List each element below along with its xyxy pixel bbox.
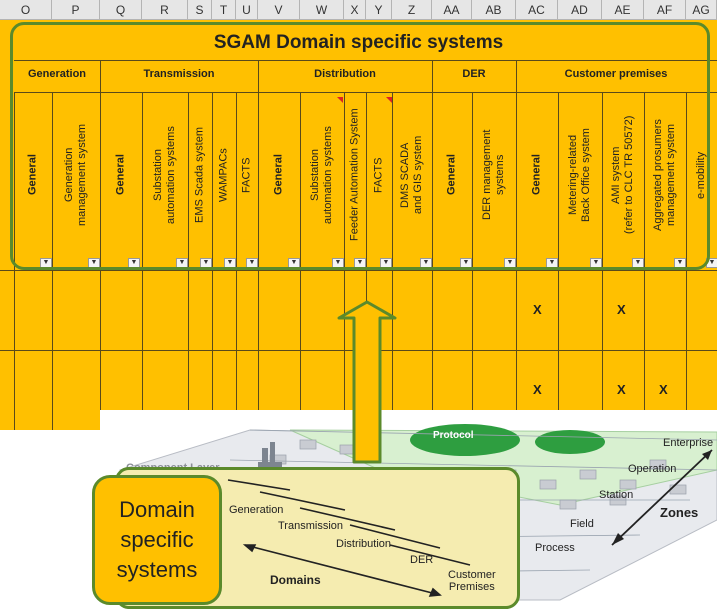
sheet-title: SGAM Domain specific systems <box>213 32 504 53</box>
grid-vline <box>644 92 645 430</box>
mark-row1-ami: X <box>617 302 626 317</box>
group-der: DER <box>462 68 486 80</box>
zone-field-label: Field <box>570 518 594 530</box>
column-header[interactable]: AF <box>644 0 686 20</box>
grid-vline <box>366 92 367 430</box>
protocol-label: Protocol <box>433 430 474 441</box>
group-generation: Generation <box>27 68 87 80</box>
grid-vline <box>52 92 53 430</box>
zone-process-label: Process <box>535 542 575 554</box>
zone-enterprise-label: Enterprise <box>663 437 714 449</box>
grid-vline <box>142 92 143 430</box>
grid-hline <box>14 60 717 61</box>
column-header[interactable]: T <box>212 0 236 20</box>
column-header[interactable]: S <box>188 0 212 20</box>
grid-vline <box>188 92 189 430</box>
up-arrow <box>337 300 397 464</box>
zone-station-label: Station <box>599 489 634 501</box>
grid-vline <box>472 92 473 430</box>
grid-vline <box>258 60 259 430</box>
grid-hline <box>14 92 717 93</box>
column-header[interactable]: AA <box>432 0 472 20</box>
column-header[interactable]: W <box>300 0 344 20</box>
comment-marker <box>337 97 343 103</box>
protocol-ellipse <box>410 424 520 456</box>
column-header[interactable]: O <box>0 0 52 20</box>
column-header[interactable]: AB <box>472 0 516 20</box>
column-header[interactable]: AC <box>516 0 558 20</box>
column-header[interactable]: AD <box>558 0 602 20</box>
zones-label: Zones <box>660 505 699 520</box>
grid-vline <box>100 60 101 430</box>
grid-vline <box>602 92 603 430</box>
column-header[interactable]: V <box>258 0 300 20</box>
grid-vline <box>212 92 213 430</box>
grid-vline <box>686 92 687 430</box>
column-header[interactable]: X <box>344 0 366 20</box>
comment-marker <box>386 97 392 103</box>
grid-vline <box>344 92 345 430</box>
column-header[interactable]: R <box>142 0 188 20</box>
grid-vline <box>300 92 301 430</box>
group-distribution: Distribution <box>314 68 376 80</box>
column-header[interactable]: P <box>52 0 100 20</box>
grid-vline <box>558 92 559 430</box>
grid-vline <box>236 92 237 430</box>
column-header[interactable]: Z <box>392 0 432 20</box>
column-header[interactable]: Y <box>366 0 392 20</box>
domain-specific-systems-callout: Domain specific systems <box>92 475 222 605</box>
domain-customer-premises-label: Customer Premises <box>448 569 496 593</box>
grid-vline <box>432 60 433 430</box>
highlight-frame <box>10 22 710 270</box>
column-header[interactable]: Q <box>100 0 142 20</box>
column-header[interactable]: AG <box>686 0 717 20</box>
mark-row1-general: X <box>533 302 542 317</box>
grid-hline <box>0 270 717 271</box>
mark-row2-general: X <box>533 382 542 397</box>
domain-distribution-label: Distribution <box>336 538 392 550</box>
zone-operation-label: Operation <box>628 463 677 475</box>
column-header[interactable]: U <box>236 0 258 20</box>
mark-row2-aggregated: X <box>659 382 668 397</box>
domains-label: Domains <box>270 573 321 587</box>
group-customer-premises: Customer premises <box>564 68 668 80</box>
domain-transmission-label: Transmission <box>278 520 343 532</box>
column-header[interactable]: AE <box>602 0 644 20</box>
grid-vline <box>516 60 517 430</box>
mark-row2-ami: X <box>617 382 626 397</box>
grid-vline <box>392 92 393 430</box>
domain-generation-label: Generation <box>229 504 284 516</box>
domain-der-label: DER <box>410 554 434 566</box>
group-transmission: Transmission <box>143 68 215 80</box>
